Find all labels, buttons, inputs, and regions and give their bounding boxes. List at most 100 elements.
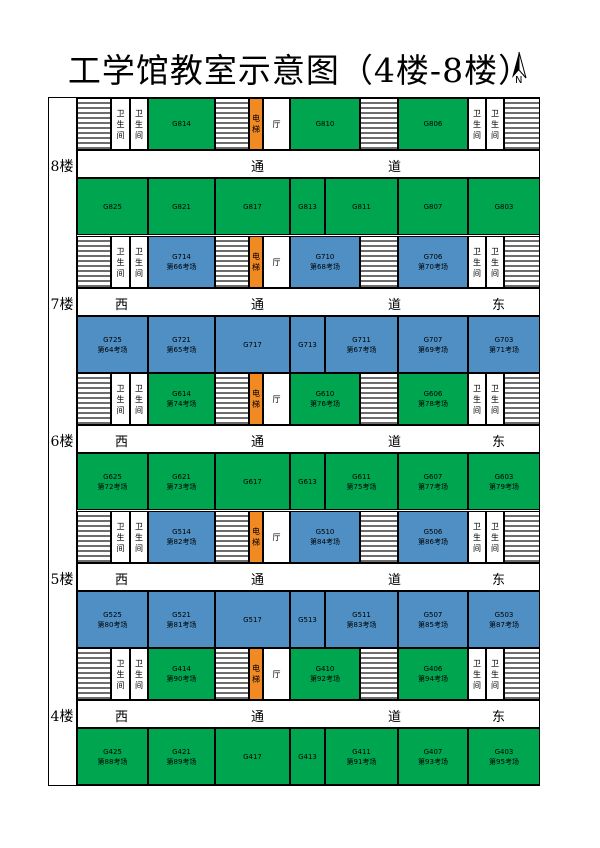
stairs-west xyxy=(77,511,111,563)
restroom-label: 卫生间 xyxy=(491,658,499,690)
elevator-label: 电梯 xyxy=(252,389,260,409)
room-code: G811 xyxy=(352,202,371,211)
restroom: 卫生间 xyxy=(130,511,148,563)
restroom-label: 卫生间 xyxy=(473,658,481,690)
exam-site-label: 第94考场 xyxy=(418,675,448,683)
room-code: G607 xyxy=(423,472,443,481)
classroom: G417 xyxy=(215,728,290,785)
direction-east: 东 xyxy=(492,298,506,313)
exam-site-label: 第90考场 xyxy=(166,675,197,683)
corridor-label: 通 xyxy=(251,160,265,175)
restroom: 卫生间 xyxy=(130,648,148,700)
corridor-label: 通 xyxy=(251,573,265,588)
exam-site-label: 第69考场 xyxy=(418,345,448,354)
exam-site-label: 第74考场 xyxy=(166,400,197,408)
classroom: G617 xyxy=(215,453,290,510)
restroom-label: 卫生间 xyxy=(116,521,125,553)
classroom: G717 xyxy=(215,316,290,373)
north-arrow-icon: N xyxy=(508,50,530,86)
corridor-label: 道 xyxy=(388,435,402,450)
elevator-label: 电梯 xyxy=(252,664,260,684)
elevator-label: 电梯 xyxy=(252,527,260,547)
restroom-label: 卫生间 xyxy=(491,108,499,140)
elevator-label: 电梯 xyxy=(252,114,260,134)
exam-site-label: 第73考场 xyxy=(166,482,197,491)
hall-label: 厅 xyxy=(272,532,281,542)
hall: 厅 xyxy=(263,648,290,700)
restroom: 卫生间 xyxy=(130,236,148,288)
hall: 厅 xyxy=(263,373,290,425)
stairs-east-center xyxy=(360,98,398,150)
elevator: 电梯 xyxy=(249,511,263,563)
room-code: G503 xyxy=(494,610,514,619)
restroom-label: 卫生间 xyxy=(491,521,499,553)
hall-label: 厅 xyxy=(272,394,281,404)
restroom-label: 卫生间 xyxy=(135,658,143,690)
classroom: G813 xyxy=(290,178,325,235)
restroom: 卫生间 xyxy=(486,98,504,150)
corridor-label: 道 xyxy=(388,298,402,313)
classroom: G713 xyxy=(290,316,325,373)
direction-west: 西 xyxy=(115,710,129,725)
restroom-label: 卫生间 xyxy=(473,246,481,278)
room-code: G421 xyxy=(172,747,191,756)
room-code: G411 xyxy=(352,747,371,756)
direction-west: 西 xyxy=(115,298,129,313)
floor-label: 6楼 xyxy=(48,372,77,510)
restroom: 卫生间 xyxy=(468,236,486,288)
stairs-east xyxy=(504,236,540,288)
hall: 厅 xyxy=(263,511,290,563)
stairs-east xyxy=(504,373,540,425)
room-code: G721 xyxy=(172,335,191,344)
restroom-label: 卫生间 xyxy=(116,383,125,415)
room-code: G713 xyxy=(298,340,317,349)
exam-site-label: 第80考场 xyxy=(97,620,128,629)
classroom: G413 xyxy=(290,728,325,785)
hall: 厅 xyxy=(263,236,290,288)
restroom: 卫生间 xyxy=(468,373,486,425)
room-code: G510 xyxy=(315,528,335,536)
room-code: G513 xyxy=(298,615,317,624)
stairs-east-center xyxy=(360,648,398,700)
restroom: 卫生间 xyxy=(486,648,504,700)
stairs-west xyxy=(77,236,111,288)
classroom: G807 xyxy=(398,178,468,235)
corridor-label: 通 xyxy=(251,298,265,313)
room-code: G614 xyxy=(172,390,191,398)
exam-site-label: 第92考场 xyxy=(310,675,340,683)
restroom-label: 卫生间 xyxy=(135,521,143,553)
classroom: G806 xyxy=(398,98,468,150)
exam-site-label: 第66考场 xyxy=(166,263,197,271)
exam-site-label: 第72考场 xyxy=(97,482,128,491)
restroom-label: 卫生间 xyxy=(116,658,125,690)
restroom: 卫生间 xyxy=(111,511,130,563)
classroom: G821 xyxy=(148,178,215,235)
room-code: G707 xyxy=(423,335,443,344)
room-code: G410 xyxy=(315,665,335,673)
corridor-label: 道 xyxy=(388,160,402,175)
room-code: G511 xyxy=(352,610,371,619)
restroom: 卫生间 xyxy=(130,98,148,150)
room-code: G807 xyxy=(423,202,443,211)
room-code: G725 xyxy=(103,335,122,344)
room-code: G413 xyxy=(298,752,317,761)
room-code: G806 xyxy=(423,120,443,128)
room-code: G817 xyxy=(243,202,262,211)
restroom-label: 卫生间 xyxy=(473,521,481,553)
exam-site-label: 第87考场 xyxy=(489,620,519,629)
room-code: G517 xyxy=(243,615,262,624)
hall-label: 厅 xyxy=(272,257,281,267)
